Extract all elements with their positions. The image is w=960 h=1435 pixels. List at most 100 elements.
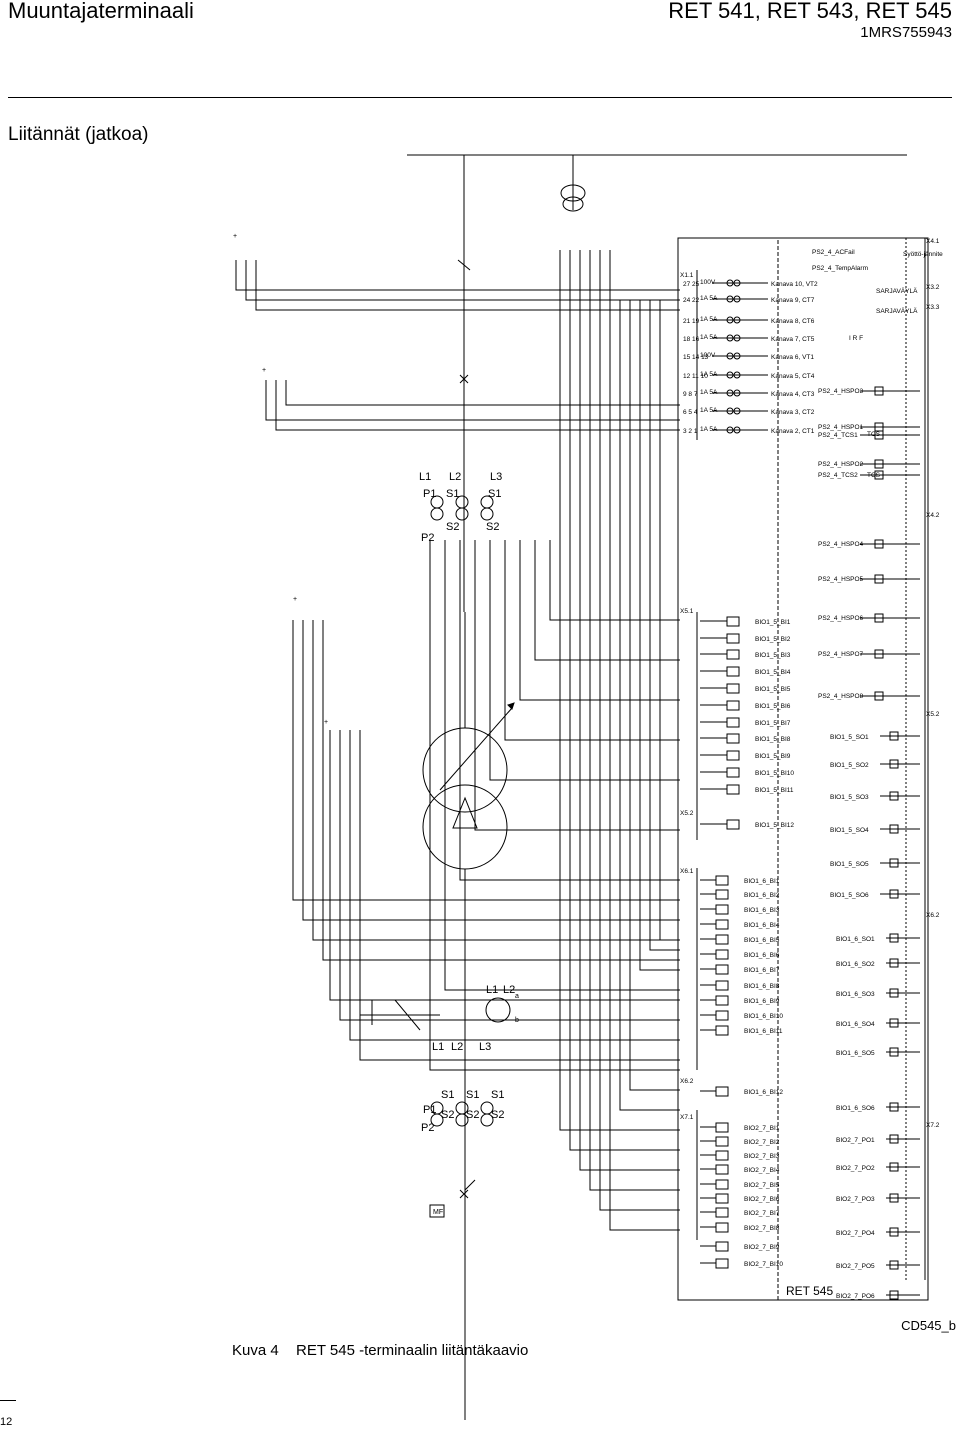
bio2-7-input-label: BIO2_7_BI9: [744, 1244, 780, 1251]
optocoupler-icon: [715, 1222, 729, 1233]
page-number-box: [0, 1400, 16, 1435]
optocoupler-icon: [715, 1193, 729, 1204]
primary-l1-top: L1: [419, 471, 431, 483]
optocoupler-icon: [726, 700, 740, 711]
contact-icon: [889, 988, 899, 998]
bio1-6-input-label: BIO1_6_BI8: [744, 983, 780, 990]
primary-l2-top: L2: [449, 471, 461, 483]
conn-x6-1: X6.1: [680, 868, 694, 875]
primary-a: a: [515, 993, 519, 1000]
coil-icon: [733, 316, 741, 324]
contact-icon: [889, 824, 899, 834]
ps-output-label: PS2_4_HSPO4: [818, 541, 864, 548]
primary-l2-low: L2: [451, 1041, 463, 1053]
caption-text: RET 545 -terminaalin liitäntäkaavio: [296, 1342, 529, 1359]
acfail-label: PS2_4_ACFail: [812, 249, 855, 256]
contact-icon: [889, 1260, 899, 1270]
contact-icon: [889, 1102, 899, 1112]
optocoupler-icon: [726, 717, 740, 728]
optocoupler-icon: [715, 934, 729, 945]
analog-terminals: 6 5 4: [683, 409, 698, 416]
conn-x7-2: X7.2: [926, 1122, 940, 1129]
optocoupler-icon: [715, 1207, 729, 1218]
optocoupler-icon: [715, 919, 729, 930]
ps-output-label: PS2_4_HSPO2: [818, 461, 864, 468]
relay-icon: [874, 430, 884, 440]
device-label: RET 545: [786, 1284, 834, 1298]
bio1-6-input-label: BIO1_6_BI11: [744, 1028, 783, 1035]
conn-x5-2: X5.2: [680, 810, 694, 817]
optocoupler-icon: [715, 875, 729, 886]
primary-p2-low: P2: [421, 1122, 434, 1134]
bio2-7-input-label: BIO2_7_BI3: [744, 1153, 780, 1160]
optocoupler-icon: [715, 904, 729, 915]
doc-number: 1MRS755943: [860, 24, 952, 41]
analog-range: 100V: [700, 352, 716, 359]
contact-icon: [889, 1193, 899, 1203]
bio1-5-output-label: BIO1_5_SO6: [830, 892, 869, 899]
optocoupler-icon: [726, 733, 740, 744]
coil-icon: [726, 426, 734, 434]
bio1-5-input-label: BIO1_5_BI3: [755, 652, 791, 659]
primary-l1-mid: L1: [486, 984, 498, 996]
optocoupler-icon: [715, 1150, 729, 1161]
optocoupler-icon: [726, 649, 740, 660]
conn-x4-2: X4.2: [926, 512, 940, 519]
coil-icon: [733, 279, 741, 287]
header-left-title: Muuntajaterminaali: [8, 0, 194, 23]
contact-icon: [889, 958, 899, 968]
bio1-6-input-label: BIO1_6_BI6: [744, 952, 780, 959]
bio1-6-input-label: BIO1_6_BI2: [744, 892, 780, 899]
primary-s2a-low: S2: [441, 1109, 454, 1121]
bio1-6-input-label: BIO1_6_BI3: [744, 907, 780, 914]
bio1-6-output-label: BIO1_6_SO1: [836, 936, 875, 943]
analog-channel-label: Kanava 9, CT7: [771, 297, 815, 304]
bio2-7-input-label: BIO2_7_BI6: [744, 1196, 780, 1203]
analog-range: 1A 5A: [700, 389, 718, 396]
analog-range: 1A 5A: [700, 295, 718, 302]
optocoupler-icon: [726, 819, 740, 830]
conn-x1-1: X1.1: [680, 272, 694, 279]
optocoupler-icon: [715, 1258, 729, 1269]
analog-terminals: 27 25: [683, 281, 700, 288]
bio1-6-input-label: BIO1_6_BI1: [744, 878, 780, 885]
coil-icon: [726, 352, 734, 360]
bio1-5-input-label: BIO1_5_BI7: [755, 720, 791, 727]
primary-p1-low: P1: [423, 1104, 436, 1116]
contact-icon: [889, 1227, 899, 1237]
supply-label: Syöttö-jännite: [903, 251, 943, 258]
bio1-6-input-label: BIO1_6_BI4: [744, 922, 780, 929]
ps-output-label: PS2_4_TCS2: [818, 472, 858, 479]
ct-lower: [485, 997, 511, 1023]
bio1-5-input-label: BIO1_5_BI6: [755, 703, 791, 710]
bio1-5-input-label: BIO1_5_BI4: [755, 669, 791, 676]
contact-icon: [889, 1162, 899, 1172]
relay-icon: [874, 539, 884, 549]
bio1-5-output-label: BIO1_5_SO4: [830, 827, 869, 834]
bio1-5-output-label: BIO1_5_SO3: [830, 794, 869, 801]
primary-s1a-top: S1: [446, 488, 459, 500]
coil-icon: [726, 334, 734, 342]
analog-range: 1A 5A: [700, 316, 718, 323]
bio1-5-input-label: BIO1_5_BI8: [755, 736, 791, 743]
analog-terminals: 12 11 10: [683, 373, 708, 380]
relay-icon: [874, 459, 884, 469]
bio1-6-input-label: BIO1_6_BI10: [744, 1013, 783, 1020]
transformer-winding-1: [422, 727, 508, 813]
bio1-6-output-label: BIO1_6_SO6: [836, 1105, 875, 1112]
plus-3: +: [293, 596, 297, 603]
bio1-5-output-label: BIO1_5_SO2: [830, 762, 869, 769]
bio2-7-output-label: BIO2_7_PO1: [836, 1137, 875, 1144]
conn-x6-2: X6.2: [680, 1078, 694, 1085]
analog-terminals: 18 16: [683, 336, 700, 343]
bio1-5-output-label: BIO1_5_SO1: [830, 734, 869, 741]
optocoupler-icon: [726, 767, 740, 778]
primary-l3-low: L3: [479, 1041, 491, 1053]
primary-s1b-low: S1: [466, 1089, 479, 1101]
optocoupler-icon: [715, 1086, 729, 1097]
coil-icon: [733, 334, 741, 342]
optocoupler-icon: [715, 1025, 729, 1036]
ps-output-label: PS2_4_HSPO6: [818, 615, 864, 622]
relay-icon: [874, 470, 884, 480]
